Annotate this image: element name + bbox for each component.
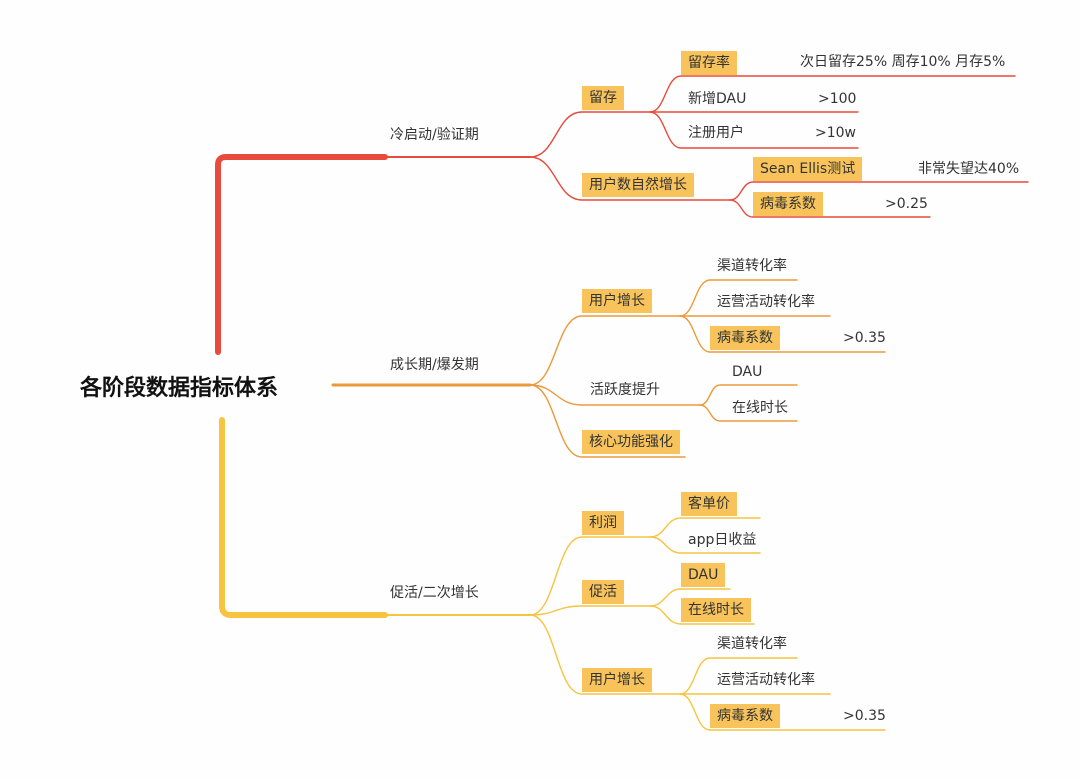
connector bbox=[679, 693, 886, 731]
node-online-time[interactable]: 在线时长 bbox=[732, 400, 788, 416]
node-new-dau[interactable]: 新增DAU bbox=[688, 91, 747, 107]
connector bbox=[679, 657, 798, 695]
node-profit[interactable]: 利润 bbox=[582, 511, 624, 535]
node-viral-coefficient[interactable]: 病毒系数 bbox=[710, 704, 780, 728]
node-unit-price[interactable]: 客单价 bbox=[681, 492, 737, 516]
value-retention-rate: 次日留存25% 周存10% 月存5% bbox=[800, 54, 1006, 70]
node-user-growth[interactable]: 用户增长 bbox=[582, 668, 652, 692]
connector bbox=[529, 536, 651, 616]
stage-cold-start[interactable]: 冷启动/验证期 bbox=[390, 127, 479, 143]
stage-reactivation[interactable]: 促活/二次增长 bbox=[390, 585, 479, 601]
node-channel-conversion[interactable]: 渠道转化率 bbox=[717, 258, 787, 274]
node-user-growth[interactable]: 用户增长 bbox=[582, 289, 652, 313]
node-retention-rate[interactable]: 留存率 bbox=[681, 51, 737, 75]
node-viral-coefficient[interactable]: 病毒系数 bbox=[753, 192, 823, 216]
value-viral-coefficient: >0.35 bbox=[843, 708, 886, 724]
value-new-dau: >100 bbox=[818, 91, 857, 107]
connector bbox=[649, 536, 761, 554]
connector bbox=[529, 605, 651, 616]
connector bbox=[529, 111, 651, 158]
root-bracket-red bbox=[215, 154, 388, 355]
connector bbox=[649, 111, 859, 149]
node-viral-coefficient[interactable]: 病毒系数 bbox=[710, 326, 780, 350]
value-viral-coefficient: >0.25 bbox=[885, 196, 928, 212]
node-registered-users[interactable]: 注册用户 bbox=[688, 125, 744, 141]
connector bbox=[729, 181, 1029, 201]
connector bbox=[729, 199, 931, 218]
connector bbox=[529, 614, 681, 695]
connector bbox=[529, 384, 701, 406]
connector bbox=[679, 279, 798, 317]
connector bbox=[699, 404, 798, 422]
node-campaign-conversion[interactable]: 运营活动转化率 bbox=[717, 672, 815, 688]
connector bbox=[699, 384, 798, 406]
connector bbox=[529, 156, 731, 201]
node-retention[interactable]: 留存 bbox=[582, 86, 624, 110]
node-channel-conversion[interactable]: 渠道转化率 bbox=[717, 636, 787, 652]
node-dau[interactable]: DAU bbox=[732, 364, 763, 380]
node-organic-growth[interactable]: 用户数自然增长 bbox=[582, 173, 694, 197]
root-bracket-yellow bbox=[219, 417, 388, 618]
root-topic[interactable]: 各阶段数据指标体系 bbox=[80, 376, 279, 401]
connector bbox=[649, 517, 761, 538]
node-sean-ellis[interactable]: Sean Ellis测试 bbox=[753, 157, 863, 181]
connector bbox=[679, 315, 886, 353]
connector bbox=[649, 75, 1016, 113]
node-activity-boost[interactable]: 活跃度提升 bbox=[590, 382, 660, 398]
stage-growth[interactable]: 成长期/爆发期 bbox=[390, 357, 479, 373]
node-core-feature[interactable]: 核心功能强化 bbox=[582, 430, 680, 454]
connector bbox=[529, 384, 686, 458]
node-online-time[interactable]: 在线时长 bbox=[681, 598, 751, 622]
value-sean-ellis: 非常失望达40% bbox=[918, 161, 1020, 177]
node-reactivate[interactable]: 促活 bbox=[582, 580, 624, 604]
node-dau[interactable]: DAU bbox=[681, 563, 726, 587]
value-viral-coefficient: >0.35 bbox=[843, 330, 886, 346]
node-app-daily-revenue[interactable]: app日收益 bbox=[688, 532, 757, 548]
value-registered-users: >10w bbox=[815, 125, 856, 141]
connector bbox=[529, 315, 681, 386]
connector bbox=[649, 605, 755, 625]
node-campaign-conversion[interactable]: 运营活动转化率 bbox=[717, 294, 815, 310]
connector bbox=[649, 588, 731, 607]
